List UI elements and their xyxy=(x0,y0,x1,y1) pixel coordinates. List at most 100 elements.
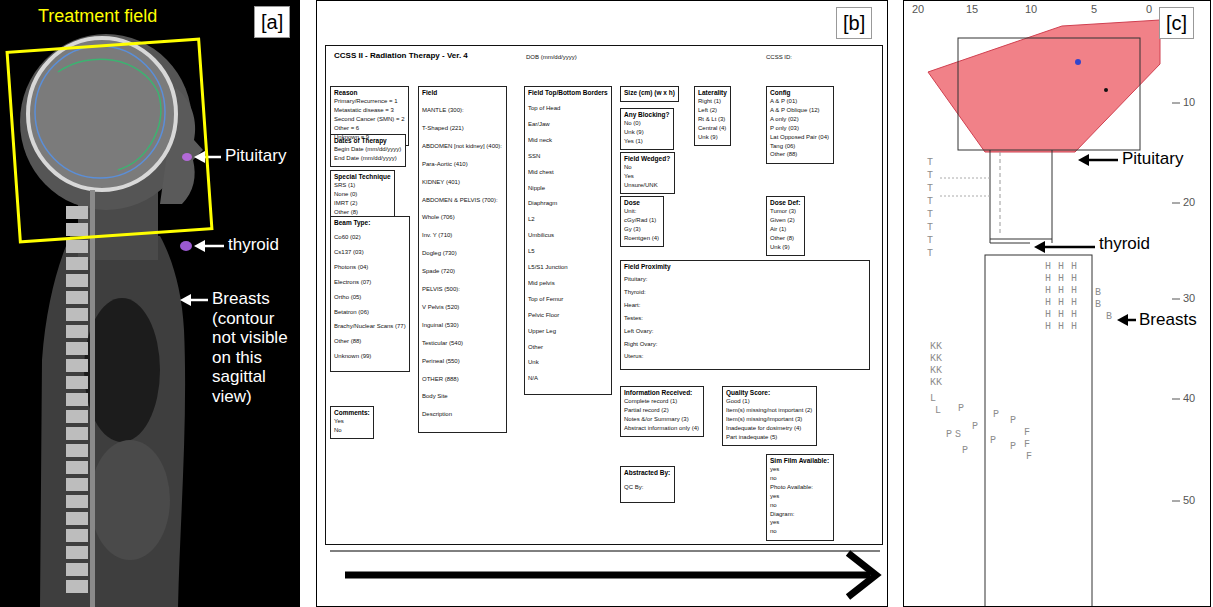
text-holder: Photo Available: xyxy=(770,484,830,491)
form-item: Inadequate for dosimetry (4) xyxy=(726,425,813,432)
label-holder: 5 xyxy=(1091,3,1097,16)
point-letter: P xyxy=(993,410,999,420)
form-item: Cs137 (03) xyxy=(334,249,406,256)
form-item: Photons (04) xyxy=(334,264,406,271)
text-holder: Other (88) xyxy=(334,338,406,345)
label-holder: L xyxy=(935,406,941,416)
point-letter: F xyxy=(1026,452,1032,462)
form-item: Left (2) xyxy=(698,107,727,114)
form-item: Top of Head xyxy=(528,105,608,112)
axis-number: 50 xyxy=(1183,494,1195,507)
label-holder: P xyxy=(946,430,952,440)
text-holder: Unk (9) xyxy=(698,134,727,141)
label-holder: B xyxy=(1095,300,1101,310)
text-holder: Treatment field xyxy=(38,6,157,28)
text-holder: Unk xyxy=(528,359,608,366)
form-item: Left Ovary: xyxy=(624,328,866,335)
point-letter: H xyxy=(1058,274,1064,284)
form-item: Gy (3) xyxy=(624,226,660,233)
form-item: Inv. Y (710) xyxy=(422,232,503,239)
form-item: yes xyxy=(770,466,830,473)
text-holder: Betatron (06) xyxy=(334,309,406,316)
label-holder: 15 xyxy=(966,3,978,16)
form-item: Pituitary: xyxy=(624,276,866,283)
form-section: Comments:YesNo xyxy=(330,406,374,439)
form-item: Second Cancer (SMN) = 2 xyxy=(334,116,405,123)
form-panel: [b]CCSS II - Radiation Therapy - Ver. 4D… xyxy=(316,0,888,607)
text-holder: No (0) xyxy=(624,120,670,127)
reference-point xyxy=(1104,88,1108,92)
section-heading: Size (cm) (w x h) xyxy=(624,89,675,96)
point-letter: L xyxy=(930,394,936,404)
panel-tag: [a] xyxy=(254,6,290,38)
point-letter: KK xyxy=(930,354,942,364)
text-holder: Field Wedged? xyxy=(624,155,671,162)
form-item: Tumor (3) xyxy=(770,208,801,215)
form-item: Item(s) missing/not important (2) xyxy=(726,407,813,414)
point-letter: P xyxy=(1010,442,1016,452)
thyroid-mark xyxy=(180,241,192,251)
text-holder: Inguinal (530) xyxy=(422,322,503,329)
form-item: no xyxy=(770,502,830,509)
label-holder: T xyxy=(927,249,933,259)
axis-number: 15 xyxy=(966,3,978,16)
label-holder: F xyxy=(1024,428,1030,438)
text-holder: Config xyxy=(770,89,830,96)
text-holder: Size (cm) (w x h) xyxy=(624,89,675,96)
text-holder: Unsure/UNK xyxy=(624,182,671,189)
form-item: L2 xyxy=(528,216,608,223)
text-holder: Umbilicus xyxy=(528,232,608,239)
text-holder: Left (2) xyxy=(698,107,727,114)
point-letter: B xyxy=(1106,312,1112,322)
form-item: Mid neck xyxy=(528,137,608,144)
text-holder: no xyxy=(770,502,830,509)
form-section: Special TechniqueSRS (1)None (0)IMRT (2)… xyxy=(330,170,395,221)
text-holder: Right Ovary: xyxy=(624,341,866,348)
point-letter: T xyxy=(927,171,933,181)
form-item: Yes (1) xyxy=(624,138,670,145)
section-heading: Information Received: xyxy=(624,389,700,396)
text-holder: Mid neck xyxy=(528,137,608,144)
label-holder: T xyxy=(927,210,933,220)
text-holder: PELVIS (500): xyxy=(422,286,503,293)
section-heading: Field Top/Bottom Borders xyxy=(528,89,608,96)
text-holder: Yes (1) xyxy=(624,138,670,145)
text-holder: Roentgen (4) xyxy=(624,235,660,242)
section-heading: Special Technique xyxy=(334,173,391,180)
point-letter: P xyxy=(990,436,996,446)
form-section: LateralityRight (1)Left (2)Rt & Lt (3)Ce… xyxy=(694,86,731,146)
text-holder: Top of Femur xyxy=(528,296,608,303)
text-holder: MANTLE (300): xyxy=(422,107,503,114)
heading-text: CCSS II - Radiation Therapy - Ver. 4 xyxy=(334,52,468,61)
text-holder: Sim Film Available: xyxy=(770,457,830,464)
label-holder: P xyxy=(962,446,968,456)
text-holder: QC By: xyxy=(624,484,671,491)
form-item: Item(s) missing/important (3) xyxy=(726,416,813,423)
section-heading: Any Blocking? xyxy=(624,111,670,118)
point-letter: H xyxy=(1071,286,1077,296)
text-holder: Ear/Jaw xyxy=(528,121,608,128)
point-letter: H xyxy=(1058,286,1064,296)
form-item: Co60 (02) xyxy=(334,234,406,241)
point-letter: H xyxy=(1071,274,1077,284)
point-letter: P xyxy=(962,446,968,456)
label-holder: H xyxy=(1071,310,1077,320)
text-holder: Unknown (99) xyxy=(334,353,406,360)
text-holder: cGy/Rad (1) xyxy=(624,217,660,224)
text-holder: Any Blocking? xyxy=(624,111,670,118)
label-holder: P xyxy=(1010,442,1016,452)
form-item: Umbilicus xyxy=(528,232,608,239)
text-holder: Perineal (550) xyxy=(422,358,503,365)
abdomen xyxy=(90,440,170,560)
text-holder: Diaphragm xyxy=(528,200,608,207)
form-item: yes xyxy=(770,519,830,526)
form-item: L5/S1 Junction xyxy=(528,264,608,271)
text-holder: Field xyxy=(422,89,503,96)
form-item: Ear/Jaw xyxy=(528,121,608,128)
section-heading: Beam Type: xyxy=(334,219,406,226)
text-holder: Primary/Recurrence = 1 xyxy=(334,98,405,105)
point-letter: H xyxy=(1071,298,1077,308)
axis-tick xyxy=(1172,203,1180,204)
axis-tick xyxy=(1172,103,1180,104)
point-letter: H xyxy=(1045,274,1051,284)
